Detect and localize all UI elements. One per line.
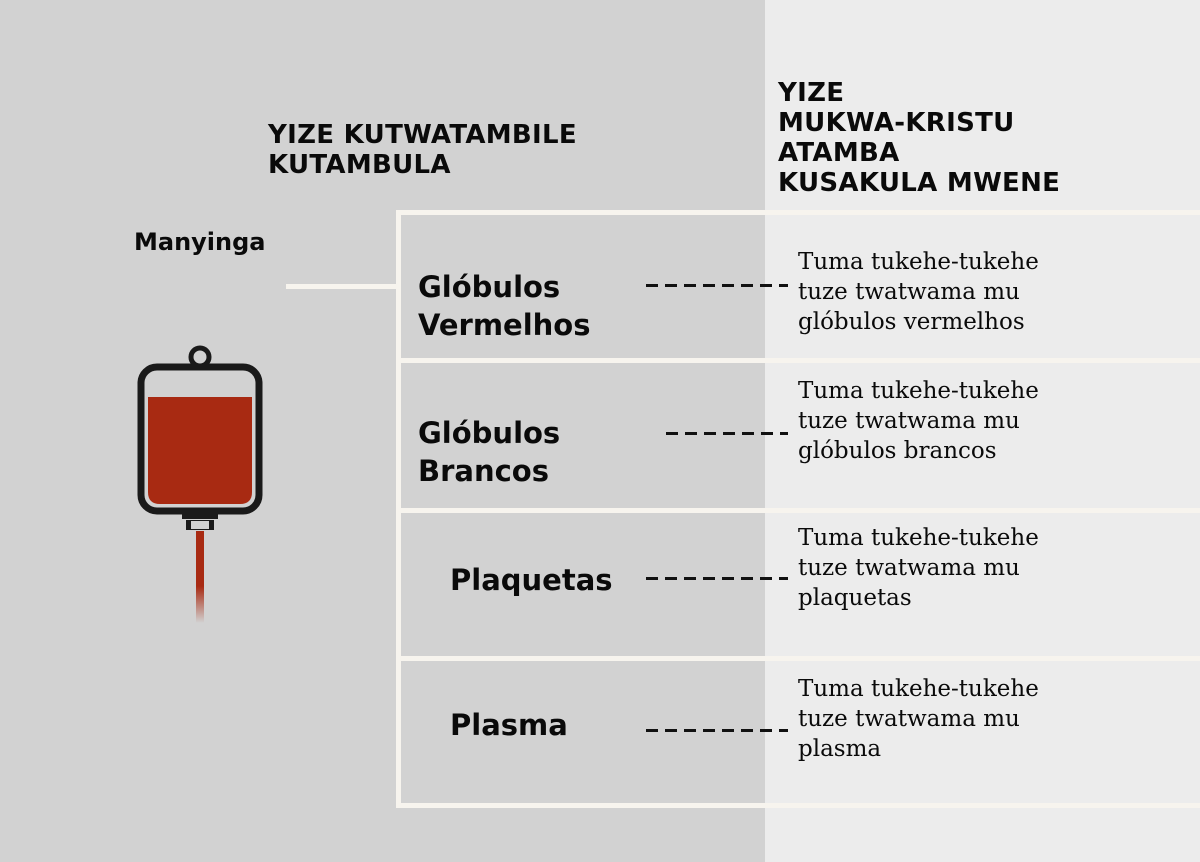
right-column-heading: YIZE MUKWA-KRISTU ATAMBA KUSAKULA MWENE [778, 78, 1061, 198]
component-label: Glóbulos Vermelhos [418, 270, 591, 342]
fraction-description: Tuma tukehe-tukehe tuze twatwama mu plas… [798, 676, 1039, 762]
source-connector-line [286, 284, 398, 289]
component-label: Plaquetas [450, 563, 613, 597]
component-label: Glóbulos Brancos [418, 416, 561, 488]
dashed-connector [646, 284, 788, 287]
dashed-connector [646, 577, 788, 580]
source-label: Manyinga [134, 228, 266, 256]
fraction-description: Tuma tukehe-tukehe tuze twatwama mu plaq… [798, 525, 1039, 611]
fraction-description: Tuma tukehe-tukehe tuze twatwama mu glób… [798, 378, 1039, 464]
left-panel [0, 0, 765, 862]
frame-bottom-line [396, 803, 1200, 808]
row-divider [396, 656, 1200, 661]
blood-bag-icon [137, 345, 263, 623]
row-divider [396, 508, 1200, 513]
row-divider [396, 358, 1200, 363]
component-label: Plasma [450, 708, 568, 742]
dashed-connector [646, 729, 788, 732]
dashed-connector [666, 432, 788, 435]
frame-top-line [396, 210, 1200, 215]
fraction-description: Tuma tukehe-tukehe tuze twatwama mu glób… [798, 249, 1039, 335]
right-panel [765, 0, 1200, 862]
left-column-heading: YIZE KUTWATAMBILE KUTAMBULA [268, 120, 577, 180]
